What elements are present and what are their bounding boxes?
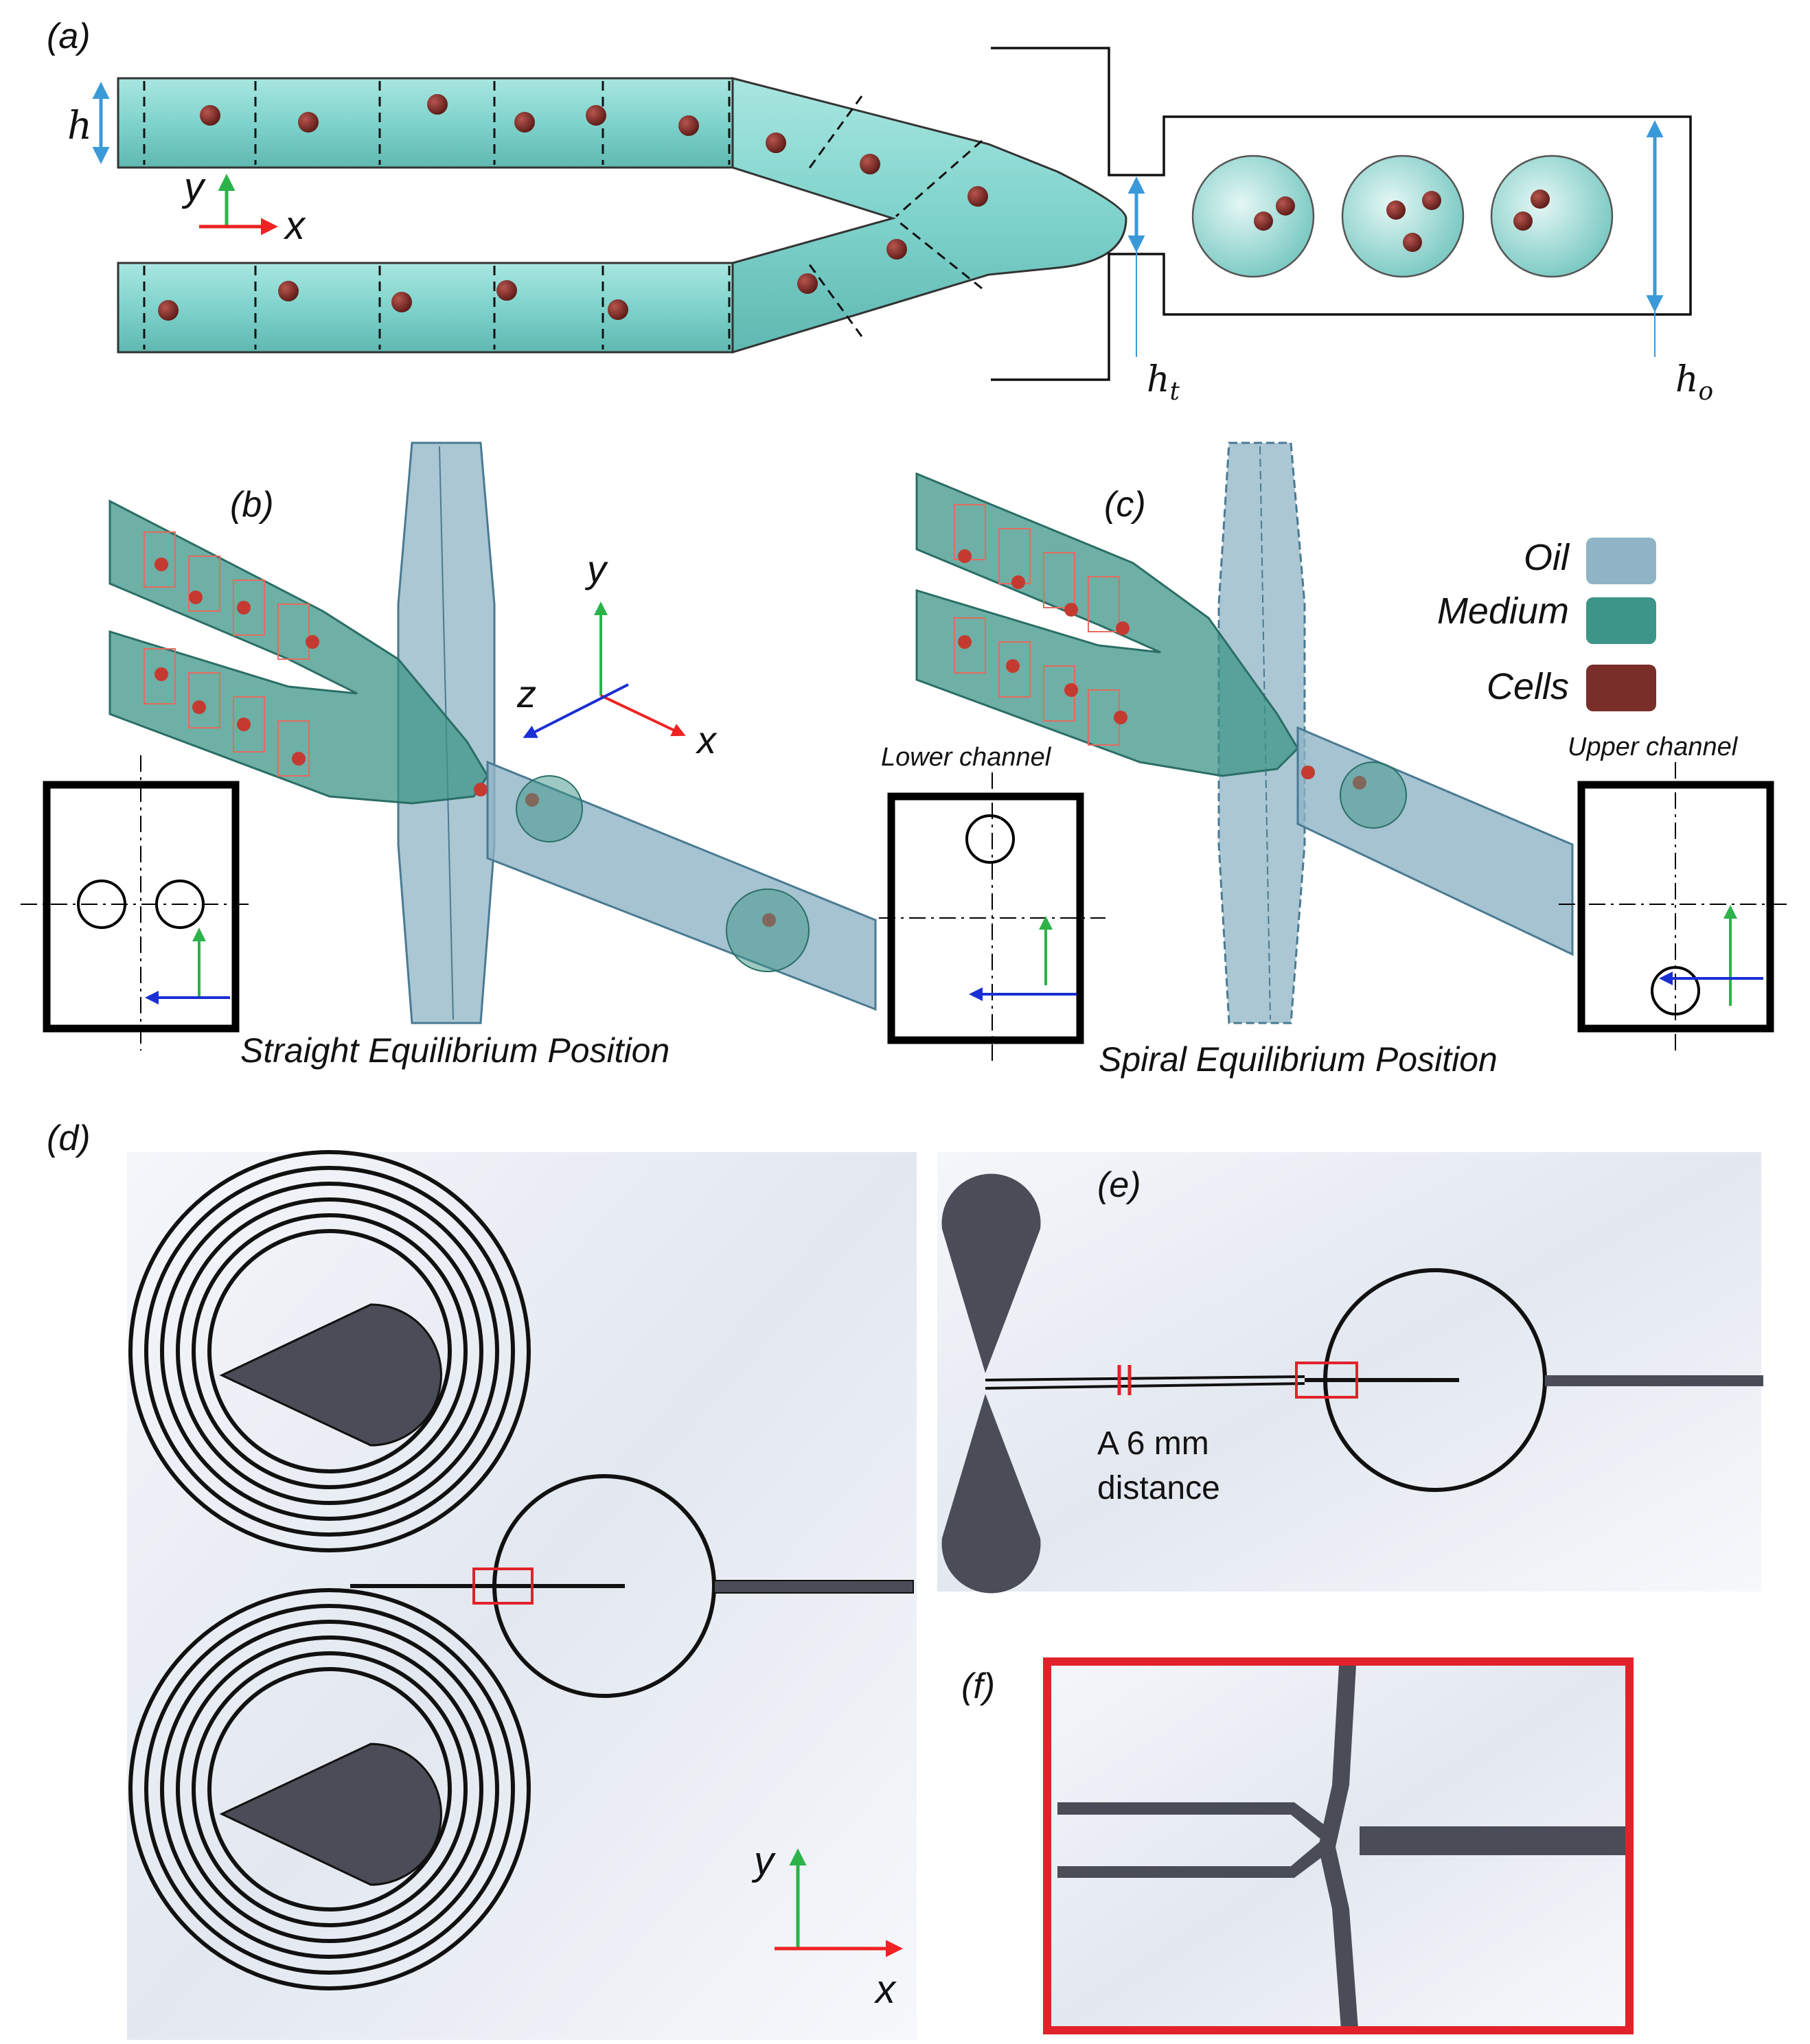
caption-spiral: Spiral Equilibrium Position bbox=[1099, 1040, 1498, 1079]
inlet-drop-upper bbox=[219, 1303, 442, 1447]
distance-label-line2: distance bbox=[1097, 1470, 1220, 1506]
outlet-f bbox=[1360, 1826, 1626, 1855]
panel-b: (b) y x z bbox=[21, 441, 877, 1070]
oil-channel-f bbox=[1318, 1665, 1358, 2029]
dim-h-label: h bbox=[67, 104, 92, 148]
panel-f: (f) bbox=[961, 1657, 1634, 2034]
panel-label-c: (c) bbox=[1104, 485, 1146, 525]
legend-label-cells: Cells bbox=[1487, 666, 1569, 707]
zoom-frame-f bbox=[1043, 1657, 1634, 2034]
caption-straight: Straight Equilibrium Position bbox=[240, 1031, 669, 1070]
zoom-box-d bbox=[472, 1568, 534, 1605]
axis-y-label-b: y bbox=[584, 547, 608, 590]
panel-label-a: (a) bbox=[47, 16, 91, 56]
upper-inlet-channel bbox=[117, 77, 734, 169]
inlet-drop-lower bbox=[219, 1743, 442, 1886]
inlet-channels-f bbox=[1057, 1802, 1336, 1878]
legend-swatch-oil bbox=[1586, 538, 1656, 584]
axis-x-label-a: x bbox=[283, 203, 306, 248]
legend-label-medium: Medium bbox=[1437, 590, 1569, 632]
spiral-upper bbox=[128, 1150, 531, 1552]
cells-c bbox=[958, 549, 1366, 790]
panel-d: (d) y x bbox=[47, 1118, 917, 2040]
panel-c: (c) Lower channel Upper channel bbox=[879, 441, 1792, 1079]
panel-label-b: (b) bbox=[230, 485, 274, 525]
inlet-drop-bottom-e bbox=[941, 1394, 1041, 1594]
panel-e-background bbox=[937, 1152, 1761, 1592]
axis-y-label-a: y bbox=[181, 165, 206, 209]
outlet-d bbox=[713, 1580, 914, 1594]
axis-x-label-d: x bbox=[873, 1967, 897, 2012]
distance-label-line1: A 6 mm bbox=[1097, 1425, 1209, 1462]
outlet-e bbox=[1545, 1375, 1763, 1386]
dim-ho-label: ho bbox=[1675, 359, 1713, 406]
panel-label-f: (f) bbox=[961, 1666, 995, 1706]
panel-e: (e) A 6 mm distance bbox=[937, 1152, 1763, 1594]
panel-a: (a) bbox=[47, 16, 1713, 406]
section-lines bbox=[143, 81, 983, 349]
legend-label-oil: Oil bbox=[1524, 537, 1570, 578]
panel-label-d: (d) bbox=[47, 1118, 91, 1158]
outlet-channel-c bbox=[1296, 726, 1574, 956]
axis-x-arrow-b bbox=[600, 694, 686, 737]
zoom-box-e bbox=[1295, 1362, 1358, 1399]
inlet-drop-top-e bbox=[941, 1173, 1041, 1373]
lower-inlet-channel bbox=[117, 262, 734, 354]
dim-ht-label: ht bbox=[1147, 359, 1180, 406]
spiral-lower bbox=[128, 1588, 531, 1990]
legend-swatch-medium bbox=[1586, 597, 1656, 644]
caption-lower-channel: Lower channel bbox=[881, 743, 1052, 772]
droplets-a bbox=[1191, 154, 1614, 278]
legend: Oil Medium Cells bbox=[1437, 537, 1656, 711]
cells-a bbox=[158, 94, 988, 321]
axis-x-label-b: x bbox=[695, 718, 718, 761]
axis-y-label-d: y bbox=[751, 1839, 776, 1883]
legend-swatch-cells bbox=[1586, 665, 1656, 711]
t-junction-outline bbox=[991, 47, 1692, 381]
panel-label-e: (e) bbox=[1097, 1165, 1141, 1205]
caption-upper-channel: Upper channel bbox=[1568, 733, 1739, 761]
axis-z-arrow-b bbox=[523, 683, 629, 738]
converging-section bbox=[731, 77, 1127, 354]
axis-z-label-b: z bbox=[516, 672, 536, 715]
